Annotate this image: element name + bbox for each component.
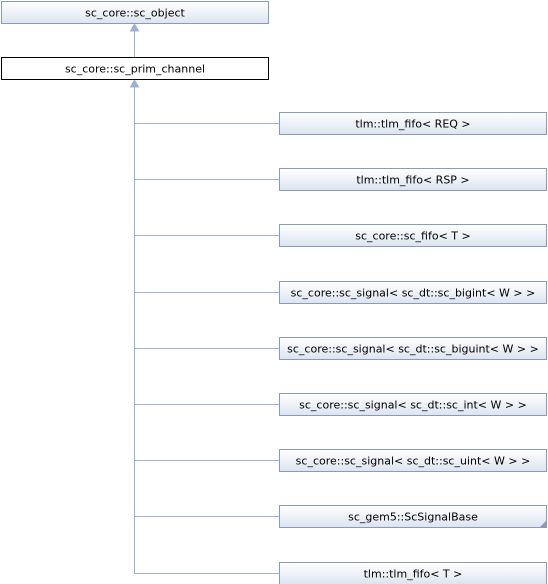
- base-class-node-box: [1, 1, 269, 24]
- base-class-node-label: sc_core::sc_object: [85, 7, 185, 20]
- inheritance-edges: [129, 22, 279, 574]
- derived-class-node-box: [279, 562, 547, 584]
- derived-class-node-box: [279, 449, 547, 472]
- current-class-node-label: sc_core::sc_prim_channel: [65, 63, 205, 76]
- derived-class-node-label: sc_core::sc_signal< sc_dt::sc_uint< W > …: [296, 455, 531, 468]
- current-class-node[interactable]: sc_core::sc_prim_channel: [1, 57, 269, 80]
- derived-class-node[interactable]: sc_core::sc_signal< sc_dt::sc_uint< W > …: [279, 449, 547, 472]
- derived-class-node-label: sc_core::sc_signal< sc_dt::sc_biguint< W…: [287, 343, 539, 356]
- derived-class-node[interactable]: tlm::tlm_fifo< REQ >: [279, 112, 547, 135]
- derived-class-node-box: [279, 505, 547, 528]
- derived-class-node-label: sc_core::sc_signal< sc_dt::sc_int< W > >: [299, 399, 527, 412]
- derived-class-node-label: tlm::tlm_fifo< REQ >: [355, 118, 470, 131]
- folded-corner-icon: [539, 520, 547, 528]
- derived-class-node-label: sc_core::sc_fifo< T >: [355, 230, 470, 243]
- derived-class-node[interactable]: tlm::tlm_fifo< T >: [279, 562, 547, 584]
- derived-class-node-box: [279, 337, 547, 360]
- base-class-node[interactable]: sc_core::sc_object: [1, 1, 269, 24]
- derived-class-node-box: [279, 168, 547, 191]
- derived-class-node[interactable]: sc_core::sc_signal< sc_dt::sc_bigint< W …: [279, 281, 547, 304]
- derived-class-node-label: sc_gem5::ScSignalBase: [348, 511, 478, 524]
- derived-class-node[interactable]: sc_core::sc_signal< sc_dt::sc_int< W > >: [279, 393, 547, 416]
- derived-class-node-box: [279, 112, 547, 135]
- inheritance-arrowhead: [129, 78, 140, 88]
- derived-class-node-box: [279, 393, 547, 416]
- inheritance-arrowhead: [129, 22, 140, 32]
- derived-class-node-box: [279, 281, 547, 304]
- derived-class-node-box: [279, 224, 547, 247]
- derived-class-node-label: tlm::tlm_fifo< T >: [364, 568, 463, 581]
- derived-class-node[interactable]: tlm::tlm_fifo< RSP >: [279, 168, 547, 191]
- current-class-node-box: [1, 57, 269, 80]
- derived-class-node[interactable]: sc_core::sc_fifo< T >: [279, 224, 547, 247]
- derived-class-node-label: tlm::tlm_fifo< RSP >: [356, 174, 469, 187]
- derived-class-node-label: sc_core::sc_signal< sc_dt::sc_bigint< W …: [291, 287, 536, 300]
- derived-class-node[interactable]: sc_core::sc_signal< sc_dt::sc_biguint< W…: [279, 337, 547, 360]
- derived-class-node[interactable]: sc_gem5::ScSignalBase: [279, 505, 547, 528]
